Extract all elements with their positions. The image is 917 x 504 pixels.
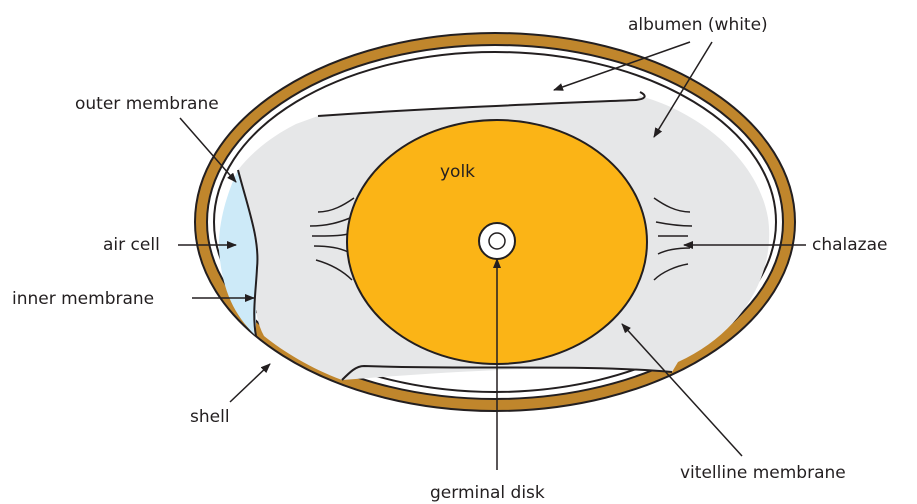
germinal-disk-label: germinal disk xyxy=(430,483,545,503)
vitelline-membrane-label: vitelline membrane xyxy=(680,463,846,483)
air-cell-label: air cell xyxy=(103,235,160,255)
yolk-label: yolk xyxy=(440,162,475,182)
germinal-disk-inner xyxy=(489,233,505,249)
chalazae-label: chalazae xyxy=(812,235,887,255)
outer-membrane-label: outer membrane xyxy=(75,94,219,114)
albumen-label: albumen (white) xyxy=(628,15,768,35)
inner-membrane-label: inner membrane xyxy=(12,289,154,309)
shell-label: shell xyxy=(190,407,230,427)
shell-leader xyxy=(230,364,270,402)
